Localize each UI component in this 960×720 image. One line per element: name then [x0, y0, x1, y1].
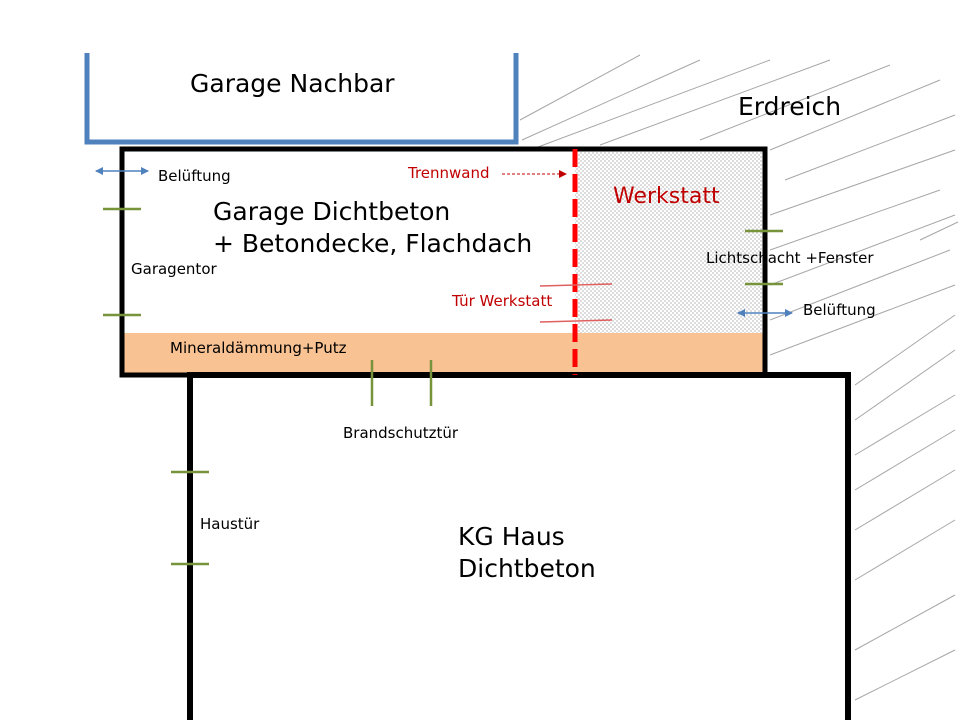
house-walls: [187, 372, 851, 720]
label-garage-line2: + Betondecke, Flachdach: [213, 229, 533, 258]
soil-hatching: [519, 54, 959, 701]
label-haustuer: Haustür: [200, 515, 260, 533]
label-belueftung-right: Belüftung: [803, 301, 876, 319]
label-garage-line1: Garage Dichtbeton: [213, 197, 451, 226]
werkstatt-area: [575, 150, 763, 333]
label-kg-line1: KG Haus: [458, 522, 565, 551]
label-mineraldaemmung: Mineraldämmung+Putz: [170, 339, 347, 357]
door-marks: [103, 207, 783, 566]
label-werkstatt: Werkstatt: [613, 184, 720, 209]
label-garagentor: Garagentor: [131, 260, 217, 278]
label-belueftung-left: Belüftung: [158, 167, 231, 185]
insulation-strip: [123, 333, 763, 373]
label-kg-line2: Dichtbeton: [458, 554, 596, 583]
label-trennwand: Trennwand: [408, 164, 490, 182]
neighbor-garage-wall: [84, 53, 519, 145]
label-garage-nachbar: Garage Nachbar: [190, 69, 395, 98]
label-lichtschacht: Lichtschacht +Fenster: [706, 249, 874, 267]
label-tuer-werkstatt: Tür Werkstatt: [452, 292, 553, 310]
label-brandschutztuer: Brandschutztür: [343, 424, 459, 442]
tuer-werkstatt-marks: [539, 283, 613, 323]
label-erdreich: Erdreich: [738, 92, 842, 121]
